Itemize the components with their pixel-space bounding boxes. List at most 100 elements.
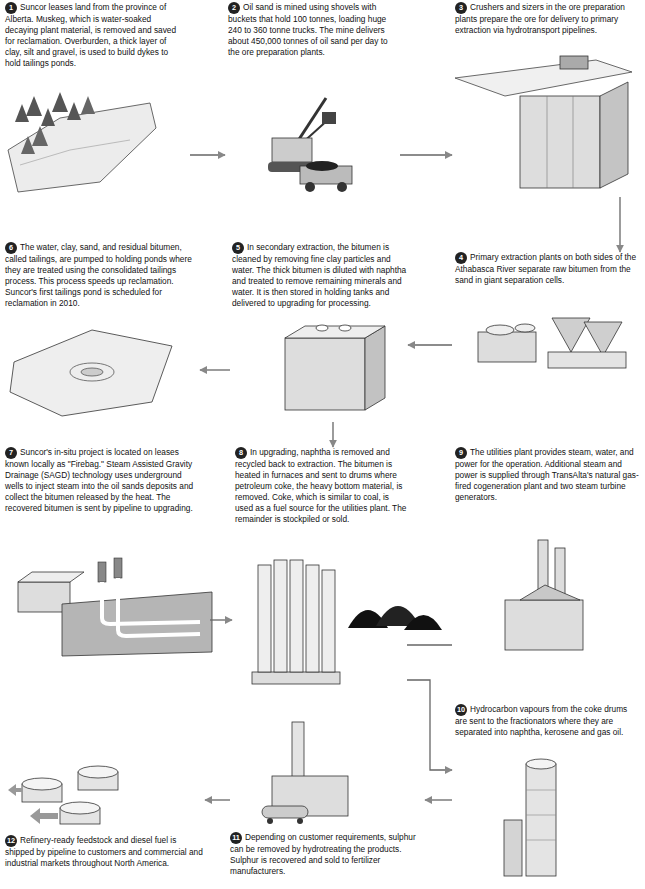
tray-line bbox=[526, 790, 556, 791]
step-block: 5In secondary extraction, the bitumen is… bbox=[230, 242, 408, 422]
stack bbox=[292, 722, 304, 778]
step-text-block: 7Suncor's in-situ project is located on … bbox=[5, 447, 200, 514]
step-text-block: 1Suncor leases land from the province of… bbox=[5, 2, 185, 69]
crusher-side bbox=[600, 82, 628, 188]
tree bbox=[15, 104, 29, 122]
callout-number: 5 bbox=[232, 242, 244, 254]
step-block: 3Crushers and sizers in the ore preparat… bbox=[452, 2, 640, 197]
callout-number: 2 bbox=[228, 2, 240, 14]
tree bbox=[81, 96, 95, 114]
step-text-block: 11Depending on customer requirements, su… bbox=[230, 715, 425, 877]
step-description: Refinery-ready feedstock and diesel fuel… bbox=[5, 835, 203, 868]
truck-wheel bbox=[337, 182, 347, 192]
building-roof bbox=[18, 572, 84, 582]
tank-top bbox=[60, 802, 100, 814]
coke-drum bbox=[258, 565, 271, 672]
step-text-block: 6The water, clay, sand, and residual bit… bbox=[5, 242, 195, 309]
tank-top bbox=[78, 766, 118, 778]
step-block: 12Refinery-ready feedstock and diesel fu… bbox=[5, 760, 205, 880]
coke-drum bbox=[290, 560, 303, 672]
coke-drum bbox=[274, 560, 287, 672]
step-block: 2Oil sand is mined using shovels with bu… bbox=[225, 2, 400, 197]
step-description: Oil sand is mined using shovels with buc… bbox=[228, 2, 388, 57]
truck-wheel bbox=[297, 818, 303, 824]
tree bbox=[26, 96, 42, 116]
step-description: Hydrocarbon vapours from the coke drums … bbox=[455, 704, 627, 737]
flow-arrow bbox=[332, 422, 333, 447]
plant-building bbox=[478, 332, 536, 362]
coke-drum bbox=[306, 565, 319, 672]
flow-arrow bbox=[190, 154, 225, 155]
callout-number: 8 bbox=[235, 447, 247, 459]
callout-number: 9 bbox=[455, 447, 467, 459]
step-block: 4Primary extraction plants on both sides… bbox=[452, 252, 640, 387]
step-text-block: 10Hydrocarbon vapours from the coke drum… bbox=[455, 700, 640, 738]
side-vessel bbox=[504, 820, 522, 876]
tree bbox=[21, 136, 35, 154]
upgrader-base bbox=[252, 672, 340, 684]
step-text-block: 3Crushers and sizers in the ore preparat… bbox=[455, 2, 640, 36]
step-block: 1Suncor leases land from the province of… bbox=[5, 2, 190, 197]
dump-truck bbox=[560, 56, 588, 69]
step-text-block: 2Oil sand is mined using shovels with bu… bbox=[228, 2, 398, 58]
step-block: 11Depending on customer requirements, su… bbox=[230, 715, 425, 880]
wellhead bbox=[98, 562, 106, 582]
tailings-pond bbox=[10, 330, 172, 416]
flow-arrow bbox=[200, 369, 230, 370]
step-description: Suncor leases land from the province of … bbox=[5, 2, 176, 68]
shipping-arrow bbox=[8, 784, 22, 796]
callout-number: 12 bbox=[5, 835, 17, 847]
tray-line bbox=[526, 815, 556, 816]
step-description: The utilities plant provides steam, wate… bbox=[455, 447, 639, 502]
building-roof bbox=[285, 326, 385, 338]
flow-arrow bbox=[425, 799, 452, 800]
fractionator-tower bbox=[526, 764, 556, 876]
tree bbox=[52, 92, 68, 112]
panel-line bbox=[547, 96, 548, 188]
utilities-building bbox=[505, 600, 583, 650]
truck-load bbox=[306, 161, 338, 171]
callout-number: 7 bbox=[5, 447, 17, 459]
step-description: The water, clay, sand, and residual bitu… bbox=[5, 242, 192, 308]
callout-number: 1 bbox=[5, 2, 17, 14]
step-text-block: 12Refinery-ready feedstock and diesel fu… bbox=[5, 760, 205, 869]
shipping-arrow bbox=[30, 808, 58, 824]
well-pipe bbox=[118, 578, 200, 636]
callout-number: 6 bbox=[5, 242, 17, 254]
pond-ring bbox=[70, 363, 114, 381]
step-text-block: 8In upgrading, naphtha is removed and re… bbox=[235, 447, 407, 524]
coke-pile bbox=[404, 615, 442, 630]
panel-line bbox=[573, 96, 574, 188]
shovel-cab bbox=[272, 138, 312, 162]
truck-wheel bbox=[305, 182, 315, 192]
coke-drum bbox=[322, 570, 335, 672]
plant-tank bbox=[486, 325, 514, 335]
step-description: In upgrading, naphtha is removed and rec… bbox=[235, 447, 406, 524]
building-roof bbox=[520, 585, 580, 600]
step-block: 9The utilities plant provides steam, wat… bbox=[452, 447, 640, 657]
step-block: 7Suncor's in-situ project is located on … bbox=[5, 447, 210, 652]
callout-number: 10 bbox=[455, 704, 467, 716]
truck-wheel bbox=[267, 818, 273, 824]
step-block: 8In upgrading, naphtha is removed and re… bbox=[232, 447, 407, 692]
step-text-block: 5In secondary extraction, the bitumen is… bbox=[232, 242, 407, 309]
tray-line bbox=[526, 840, 556, 841]
tree bbox=[67, 102, 81, 120]
step-description: In secondary extraction, the bitumen is … bbox=[232, 242, 406, 308]
step-text-block: 9The utilities plant provides steam, wat… bbox=[455, 447, 640, 503]
step-description: Crushers and sizers in the ore preparati… bbox=[455, 2, 625, 35]
tree bbox=[32, 126, 48, 146]
crusher-building bbox=[520, 96, 600, 188]
shovel-bucket bbox=[322, 112, 336, 124]
step-description: Suncor's in-situ project is located on l… bbox=[5, 447, 193, 513]
plant-tank bbox=[515, 324, 535, 332]
callout-number: 3 bbox=[455, 2, 467, 14]
step-text-block: 4Primary extraction plants on both sides… bbox=[455, 252, 640, 286]
callout-number: 4 bbox=[455, 252, 467, 264]
flow-arrow bbox=[408, 344, 452, 345]
extraction-building bbox=[285, 338, 365, 410]
wellhead bbox=[114, 558, 122, 578]
